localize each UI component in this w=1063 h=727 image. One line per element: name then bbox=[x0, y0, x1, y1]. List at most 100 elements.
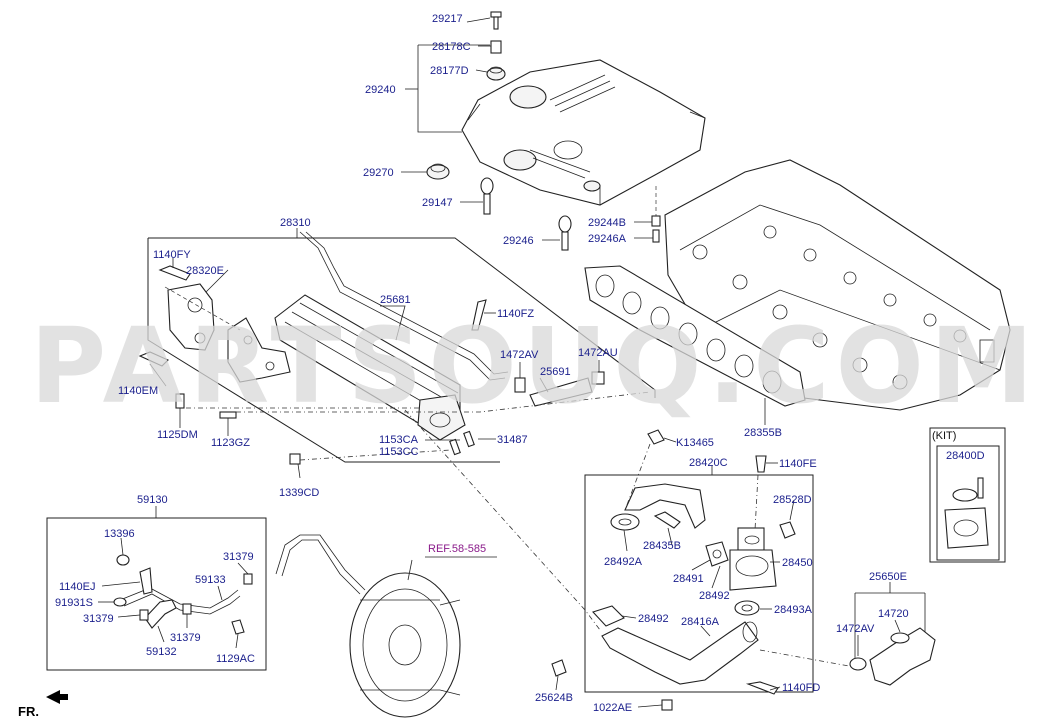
clamp-31379-b[interactable] bbox=[139, 609, 149, 621]
egr-valve-kit-28400d[interactable] bbox=[944, 477, 989, 549]
label-28492-lower[interactable]: 28492 bbox=[638, 613, 669, 625]
label-31487[interactable]: 31487 bbox=[497, 434, 528, 446]
label-25650e[interactable]: 25650E bbox=[869, 571, 907, 583]
label-1140em[interactable]: 1140EM bbox=[118, 385, 158, 397]
stud-1153ca[interactable] bbox=[463, 430, 475, 448]
stud-29246[interactable] bbox=[558, 215, 572, 251]
egr-pipe-28420c[interactable] bbox=[624, 483, 706, 529]
label-1472av-hose[interactable]: 1472AV bbox=[836, 623, 875, 635]
label-28310[interactable]: 28310 bbox=[280, 217, 311, 229]
clamp-14720[interactable] bbox=[890, 632, 910, 644]
bolt-28435b[interactable] bbox=[653, 511, 681, 529]
bushing-28178c[interactable] bbox=[490, 40, 502, 54]
bolt-1140fe[interactable] bbox=[755, 455, 767, 473]
label-k13465[interactable]: K13465 bbox=[676, 437, 714, 449]
ref-link-58-585[interactable]: REF.58-585 bbox=[428, 543, 486, 555]
gasket-28492a[interactable] bbox=[610, 513, 640, 531]
label-29270[interactable]: 29270 bbox=[363, 167, 394, 179]
label-59132[interactable]: 59132 bbox=[146, 646, 177, 658]
brake-booster[interactable] bbox=[349, 572, 461, 718]
bolt-k13465[interactable] bbox=[647, 429, 665, 445]
label-1140fe[interactable]: 1140FE bbox=[779, 458, 817, 470]
label-1123gz[interactable]: 1123GZ bbox=[211, 437, 250, 449]
gasket-28492[interactable] bbox=[592, 605, 625, 627]
bolt-28528d[interactable] bbox=[779, 521, 796, 539]
clamp-31379-c[interactable] bbox=[182, 603, 192, 615]
label-28450[interactable]: 28450 bbox=[782, 557, 813, 569]
label-1140ej[interactable]: 1140EJ bbox=[59, 581, 96, 593]
stud-29147[interactable] bbox=[480, 177, 494, 215]
cover-bolt-29217[interactable] bbox=[490, 11, 502, 30]
label-59133[interactable]: 59133 bbox=[195, 574, 226, 586]
clip-91931s[interactable] bbox=[113, 597, 127, 607]
bolt-29246a[interactable] bbox=[652, 229, 660, 243]
label-29246[interactable]: 29246 bbox=[503, 235, 534, 247]
label-29246a[interactable]: 29246A bbox=[588, 233, 627, 245]
egr-support-bracket[interactable] bbox=[227, 317, 291, 383]
label-31379-top[interactable]: 31379 bbox=[223, 551, 254, 563]
label-28355b[interactable]: 28355B bbox=[744, 427, 782, 439]
clamp-31379-a[interactable] bbox=[243, 573, 253, 585]
label-28491[interactable]: 28491 bbox=[673, 573, 704, 585]
hose-25691[interactable] bbox=[529, 377, 593, 407]
grommet-29270[interactable] bbox=[426, 163, 450, 180]
egr-valve-28450[interactable] bbox=[729, 527, 777, 591]
label-29240[interactable]: 29240 bbox=[365, 84, 396, 96]
label-31379-mid[interactable]: 31379 bbox=[170, 632, 201, 644]
label-1472av[interactable]: 1472AV bbox=[500, 349, 539, 361]
stud-1153cc[interactable] bbox=[449, 438, 461, 456]
engine-cover[interactable] bbox=[461, 59, 706, 206]
egr-cooler[interactable] bbox=[274, 294, 466, 441]
label-59130[interactable]: 59130 bbox=[137, 494, 168, 506]
clip-25624b[interactable] bbox=[551, 659, 567, 677]
bolt-1140fz[interactable] bbox=[471, 299, 487, 331]
bolt-1129ac[interactable] bbox=[231, 619, 245, 635]
label-14720[interactable]: 14720 bbox=[878, 608, 909, 620]
gasket-28493a[interactable] bbox=[734, 600, 760, 616]
egr-pipe-28416a[interactable] bbox=[601, 621, 759, 685]
vacuum-hose-to-booster[interactable] bbox=[275, 534, 366, 595]
label-28416a[interactable]: 28416A bbox=[681, 616, 720, 628]
bolt-1140fy[interactable] bbox=[158, 265, 191, 281]
label-91931s[interactable]: 91931S bbox=[55, 597, 93, 609]
egr-bracket-28320e[interactable] bbox=[167, 283, 215, 351]
label-28177d[interactable]: 28177D bbox=[430, 65, 469, 77]
label-25624b[interactable]: 25624B bbox=[535, 692, 573, 704]
label-29217[interactable]: 29217 bbox=[432, 13, 463, 25]
vacuum-pipe-59133[interactable] bbox=[119, 587, 241, 615]
clamp-1472av-2[interactable] bbox=[849, 657, 867, 671]
label-25691[interactable]: 25691 bbox=[540, 366, 571, 378]
bracket-13396[interactable] bbox=[116, 554, 130, 566]
label-1140fz[interactable]: 1140FZ bbox=[497, 308, 534, 320]
label-13396[interactable]: 13396 bbox=[104, 528, 135, 540]
label-25681[interactable]: 25681 bbox=[380, 294, 411, 306]
label-28400d[interactable]: 28400D bbox=[946, 450, 985, 462]
label-28178c[interactable]: 28178C bbox=[432, 41, 471, 53]
label-1339cd[interactable]: 1339CD bbox=[279, 487, 319, 499]
label-28528d[interactable]: 28528D bbox=[773, 494, 812, 506]
label-1125dm[interactable]: 1125DM bbox=[157, 429, 198, 441]
label-29244b[interactable]: 29244B bbox=[588, 217, 626, 229]
egr-pipe-25681[interactable] bbox=[299, 231, 509, 381]
nut-1339cd[interactable] bbox=[289, 453, 301, 465]
label-1472au[interactable]: 1472AU bbox=[578, 347, 618, 359]
label-29147[interactable]: 29147 bbox=[422, 197, 453, 209]
label-31379-left[interactable]: 31379 bbox=[83, 613, 114, 625]
label-1153cc[interactable]: 1153CC bbox=[379, 446, 419, 458]
label-28420c[interactable]: 28420C bbox=[689, 457, 728, 469]
label-1129ac[interactable]: 1129AC bbox=[216, 653, 255, 665]
label-28493a[interactable]: 28493A bbox=[774, 604, 813, 616]
label-1153ca[interactable]: 1153CA bbox=[379, 434, 419, 446]
gasket-28491[interactable] bbox=[705, 541, 729, 567]
bushing-29244b[interactable] bbox=[651, 215, 661, 227]
label-28435b[interactable]: 28435B bbox=[643, 540, 681, 552]
label-28492a[interactable]: 28492A bbox=[604, 556, 643, 568]
nut-1022ae[interactable] bbox=[661, 699, 673, 711]
clamp-1472au[interactable] bbox=[591, 371, 605, 385]
bolt-1140em[interactable] bbox=[138, 351, 169, 367]
label-28320e[interactable]: 28320E bbox=[186, 265, 224, 277]
bolt-1140ej[interactable] bbox=[139, 567, 153, 595]
label-1022ae[interactable]: 1022AE bbox=[593, 702, 632, 714]
label-1140fy[interactable]: 1140FY bbox=[153, 249, 191, 261]
label-28492-upper[interactable]: 28492 bbox=[699, 590, 730, 602]
